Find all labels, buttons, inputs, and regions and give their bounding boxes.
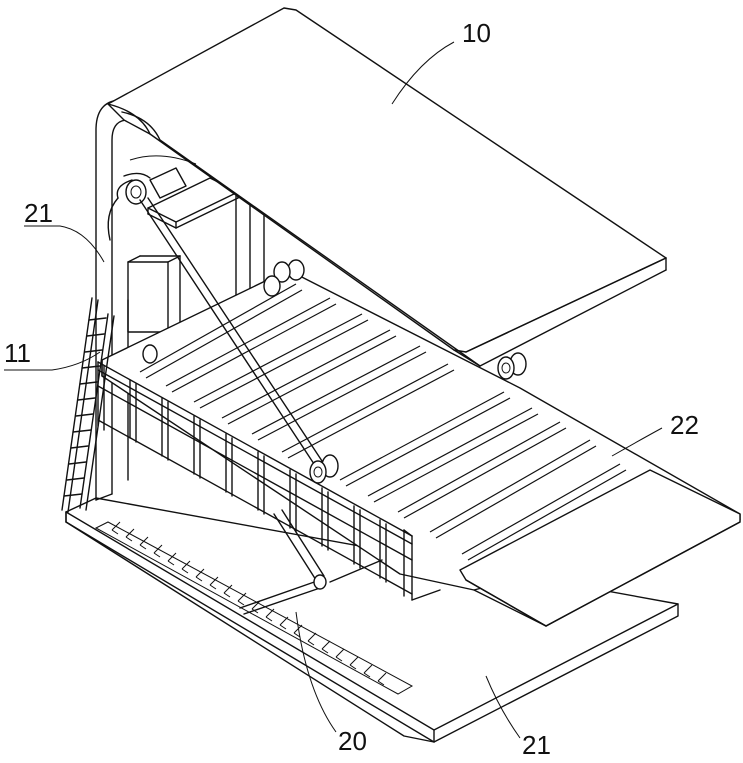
label-base-plate: 21 <box>522 730 551 758</box>
label-bridge: 11 <box>4 338 31 368</box>
label-frame-left: 21 <box>24 198 53 228</box>
front-pulley <box>498 353 526 379</box>
label-base-track: 20 <box>338 726 367 756</box>
label-canopy: 10 <box>462 18 491 48</box>
side-ladder <box>62 298 114 512</box>
label-ramp: 22 <box>670 410 699 440</box>
